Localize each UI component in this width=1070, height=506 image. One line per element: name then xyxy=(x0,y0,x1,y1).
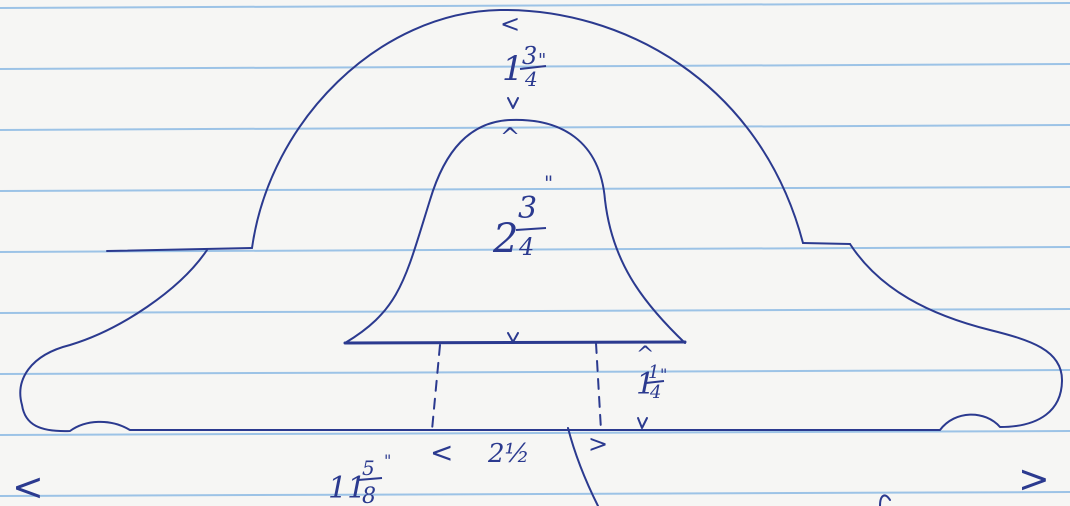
ruled-line xyxy=(0,369,1070,375)
top-thickness-bar xyxy=(519,65,547,70)
dim-opening-width: < 2½ > xyxy=(430,430,608,469)
ruled-line xyxy=(0,2,1070,9)
overall-length-inch: " xyxy=(384,451,391,470)
ruled-line xyxy=(0,246,1070,253)
ruled-line xyxy=(0,186,1070,192)
overall-right-arrow: > xyxy=(1018,457,1050,501)
base-height-numerator: 1 xyxy=(648,362,659,383)
ruled-line xyxy=(0,491,1070,497)
overall-left-arrow: < xyxy=(12,465,44,506)
left-shoulder-line xyxy=(106,247,253,252)
inner-base-line xyxy=(343,340,687,345)
dim-base-height: ^ 1 1 4 " xyxy=(636,343,667,403)
base-height-denominator: 4 xyxy=(649,382,661,403)
opening-left-arrow: < xyxy=(430,436,453,469)
ruled-line xyxy=(0,124,1070,131)
dim-overall-length: < 11 5 8 " > xyxy=(12,451,1050,506)
pen-stroke xyxy=(567,427,599,506)
outer-arch xyxy=(251,8,804,249)
base-height-inch: " xyxy=(660,365,667,384)
right-shoulder-line xyxy=(802,242,851,245)
base-height-bar xyxy=(645,380,665,384)
overall-length-numerator: 5 xyxy=(362,456,375,480)
inner-height-denominator: 4 xyxy=(518,233,534,261)
opening-width-label: 2½ xyxy=(487,439,530,469)
pen-stroke-right xyxy=(879,494,891,506)
inner-height-numerator: 3 xyxy=(518,191,537,226)
overall-length-denominator: 8 xyxy=(362,484,376,506)
top-thickness-inch: " xyxy=(538,50,546,71)
inner-height-whole: 2 xyxy=(492,216,518,262)
top-thickness-whole: 1 xyxy=(502,49,524,89)
base-caret: ^ xyxy=(636,343,654,368)
right-dashed-line xyxy=(595,342,602,431)
inner-height-bar xyxy=(515,227,547,231)
outer-body xyxy=(19,243,1063,433)
shape-outline xyxy=(19,8,1063,506)
ruled-line xyxy=(0,308,1070,314)
base-height-whole: 1 xyxy=(636,367,655,402)
left-dashed-line xyxy=(431,344,441,431)
inner-bell xyxy=(344,118,686,344)
inner-caret: ^ xyxy=(500,123,520,151)
overall-length-bar xyxy=(357,477,383,481)
top-arrow-down-icon xyxy=(507,97,519,109)
overall-length-whole: 11 xyxy=(328,471,366,506)
opening-right-arrow: > xyxy=(588,430,608,458)
ruled-line xyxy=(0,430,1070,436)
base-arrow-down-icon xyxy=(637,417,648,429)
inner-arrow-down-icon xyxy=(507,332,519,343)
dim-inner-height: ^ 2 3 4 " xyxy=(492,123,553,262)
dim-top-thickness: < 1 3 4 " xyxy=(500,10,546,91)
inner-height-inch: " xyxy=(544,171,553,195)
top-caret: < xyxy=(500,10,520,38)
top-thickness-denominator: 4 xyxy=(524,67,538,91)
top-thickness-numerator: 3 xyxy=(522,42,537,70)
